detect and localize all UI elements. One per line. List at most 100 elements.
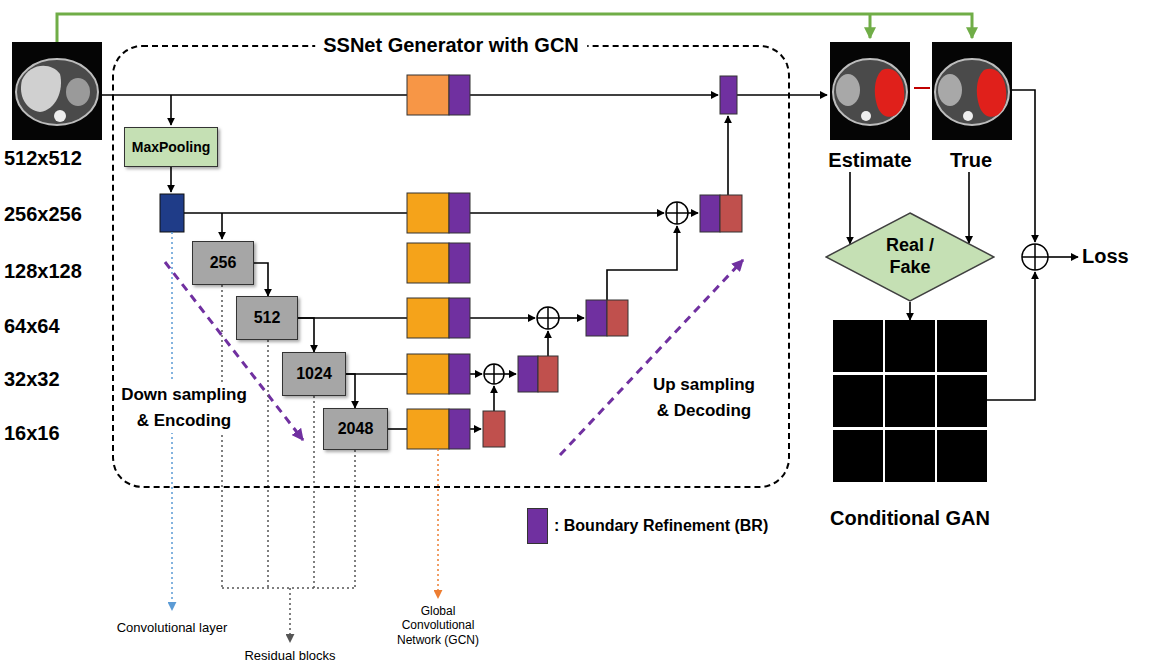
connector bbox=[346, 374, 355, 408]
br-block bbox=[518, 356, 538, 392]
generator-wires bbox=[102, 90, 1078, 429]
wire bbox=[184, 212, 407, 214]
gcn-block bbox=[407, 193, 449, 233]
conv-layer-block bbox=[160, 194, 184, 232]
scan-body bbox=[833, 59, 907, 125]
wire bbox=[737, 94, 827, 96]
patch-cell bbox=[833, 375, 883, 427]
estimate-image: Estimate bbox=[826, 40, 914, 172]
scan-body bbox=[935, 59, 1009, 125]
wire bbox=[493, 386, 495, 411]
wire bbox=[607, 226, 677, 300]
resolution-label: 512x512 bbox=[4, 146, 82, 170]
patch-cell bbox=[937, 375, 987, 427]
skip-line bbox=[869, 14, 872, 38]
image-caption: Estimate bbox=[828, 148, 911, 172]
upsample-block bbox=[607, 300, 628, 336]
scan-spine bbox=[963, 111, 973, 121]
scan-frame bbox=[830, 42, 910, 140]
discriminator-diamond: Real / Fake bbox=[825, 212, 995, 302]
connector bbox=[849, 172, 851, 244]
wire bbox=[388, 428, 407, 430]
legend-swatch bbox=[527, 508, 548, 544]
scan-body bbox=[16, 59, 98, 125]
leader-label: Residual blocks bbox=[230, 648, 350, 664]
patch-cell bbox=[937, 320, 987, 372]
channel-count: 2048 bbox=[338, 419, 374, 438]
patch-grid: Conditional GAN bbox=[828, 320, 992, 530]
connector bbox=[298, 318, 314, 352]
sum-symbol bbox=[484, 364, 504, 384]
residual-block: 512 bbox=[236, 296, 298, 340]
resolution-label: 128x128 bbox=[4, 259, 82, 283]
sum-symbol bbox=[484, 364, 504, 384]
segmentation-mask bbox=[977, 69, 1006, 117]
gcn-block bbox=[407, 409, 449, 449]
wire bbox=[504, 373, 516, 375]
loss-label: Loss bbox=[1082, 244, 1129, 268]
sum-symbol bbox=[1022, 244, 1048, 270]
leader-label: Convolutional layer bbox=[100, 620, 244, 636]
connector bbox=[254, 263, 268, 296]
gcn-block bbox=[407, 75, 449, 115]
resolution-label: 16x16 bbox=[4, 421, 60, 445]
br-block bbox=[586, 300, 607, 336]
decision-text: Real / Fake bbox=[872, 235, 948, 278]
channel-count: 256 bbox=[210, 253, 237, 272]
scan-frame bbox=[12, 42, 102, 140]
br-block bbox=[449, 193, 470, 233]
wire bbox=[221, 213, 223, 239]
residual-block: 256 bbox=[192, 241, 254, 285]
wire bbox=[470, 373, 482, 375]
wire bbox=[170, 95, 172, 125]
wire bbox=[470, 212, 664, 214]
gcn-block bbox=[407, 243, 449, 283]
connector bbox=[909, 302, 911, 320]
patch-grid-cells bbox=[833, 320, 987, 482]
upsample-block bbox=[720, 195, 742, 232]
diamond-shape bbox=[826, 213, 994, 301]
sum-symbol bbox=[537, 307, 559, 329]
upsample-block bbox=[483, 411, 505, 447]
legend-entry: : Boundary Refinement (BR) bbox=[527, 508, 768, 544]
patch-cell bbox=[833, 430, 883, 482]
truth-image: True bbox=[930, 40, 1012, 172]
br-block bbox=[720, 76, 737, 114]
patch-cell bbox=[937, 430, 987, 482]
scan-organ bbox=[836, 74, 860, 106]
maxpool-box: MaxPooling bbox=[124, 127, 218, 167]
image-caption: True bbox=[950, 148, 992, 172]
wire bbox=[547, 331, 549, 356]
group-title: SSNet Generator with GCN bbox=[315, 33, 587, 57]
leader-line bbox=[437, 449, 439, 598]
scan-liver bbox=[21, 66, 61, 112]
patch-cell bbox=[885, 320, 935, 372]
legend-text: : Boundary Refinement (BR) bbox=[554, 517, 768, 535]
leader-label: Global Convolutional Network (GCN) bbox=[392, 604, 484, 647]
wire bbox=[1012, 90, 1035, 242]
wire bbox=[470, 428, 481, 430]
residual-block: 2048 bbox=[323, 408, 388, 450]
gcn-block bbox=[407, 298, 449, 338]
direction-arrow bbox=[560, 260, 743, 455]
direction-note: Down sampling & Encoding bbox=[118, 382, 250, 433]
patch-cell bbox=[885, 430, 935, 482]
upsample-block bbox=[538, 356, 558, 392]
wire bbox=[470, 94, 718, 96]
br-block bbox=[449, 298, 470, 338]
sum-symbol bbox=[537, 307, 559, 329]
sum-symbol bbox=[666, 202, 688, 224]
connector bbox=[968, 172, 970, 243]
patch-cell bbox=[885, 375, 935, 427]
scan-spine bbox=[861, 111, 871, 121]
resolution-label: 32x32 bbox=[4, 367, 60, 391]
scan-frame bbox=[932, 42, 1012, 140]
channel-count: 512 bbox=[254, 308, 281, 327]
br-block bbox=[449, 354, 470, 394]
wire bbox=[470, 317, 535, 319]
gcn-block bbox=[407, 354, 449, 394]
wire bbox=[559, 317, 584, 319]
scan-organ bbox=[66, 78, 90, 106]
